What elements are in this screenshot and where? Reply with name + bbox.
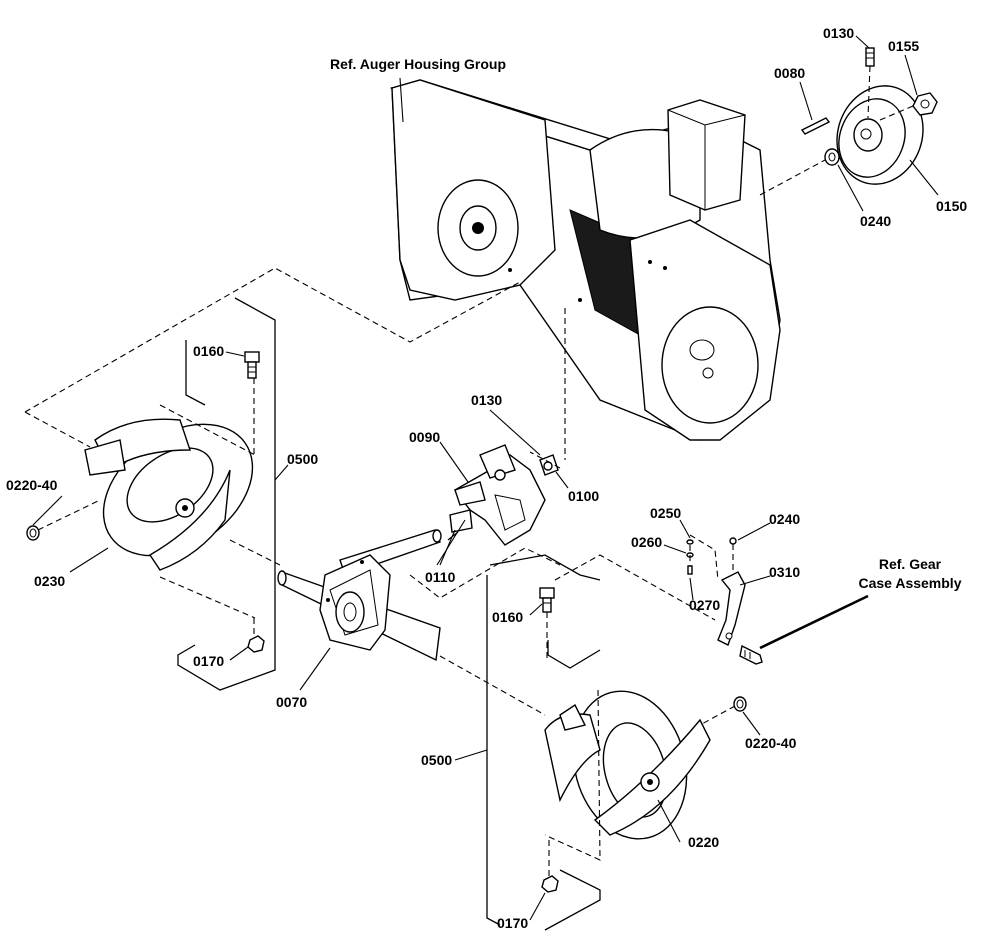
callout-0070: 0070	[276, 694, 307, 710]
callout-0250: 0250	[650, 505, 681, 521]
bearing-bracket	[447, 444, 559, 546]
left-auger	[26, 418, 254, 571]
callout-0220-40-left: 0220-40	[6, 477, 58, 493]
assembly-dashed-lines	[24, 267, 736, 876]
callout-0110: 0110	[425, 569, 456, 585]
auger-housing	[389, 79, 781, 441]
hardware	[244, 351, 559, 893]
callout-0500-right: 0500	[421, 752, 452, 768]
callout-0155: 0155	[888, 38, 919, 54]
ref-housing-label: Ref. Auger Housing Group	[330, 56, 506, 72]
ref-gear-label-line2: Case Assembly	[859, 575, 962, 591]
callout-0130-mid: 0130	[471, 392, 502, 408]
callout-0270: 0270	[689, 597, 720, 613]
callout-0310: 0310	[769, 564, 800, 580]
leader-lines	[32, 35, 939, 921]
callout-0240-mid: 0240	[769, 511, 800, 527]
right-auger	[544, 690, 747, 840]
gear-case-shaft	[277, 529, 442, 662]
callout-0220-40-right: 0220-40	[745, 735, 797, 751]
callout-0240-top: 0240	[860, 213, 891, 229]
callout-0260: 0260	[631, 534, 662, 550]
group-brackets	[177, 297, 601, 931]
callout-0160-right: 0160	[492, 609, 523, 625]
linkage-plate	[686, 537, 869, 665]
callout-0130-top: 0130	[823, 25, 854, 41]
callout-0220: 0220	[688, 834, 719, 850]
callout-0160-left: 0160	[193, 343, 224, 359]
callout-0500-left: 0500	[287, 451, 318, 467]
callout-labels: Ref. Auger Housing Group Ref. Gear Case …	[6, 25, 967, 931]
pulley-assembly	[759, 47, 938, 196]
callout-0170-left: 0170	[193, 653, 224, 669]
callout-0170-bottom: 0170	[497, 915, 528, 931]
callout-0150: 0150	[936, 198, 967, 214]
callout-0230: 0230	[34, 573, 65, 589]
callout-0090: 0090	[409, 429, 440, 445]
callout-0080: 0080	[774, 65, 805, 81]
ref-gear-label-line1: Ref. Gear	[879, 556, 942, 572]
callout-0100: 0100	[568, 488, 599, 504]
